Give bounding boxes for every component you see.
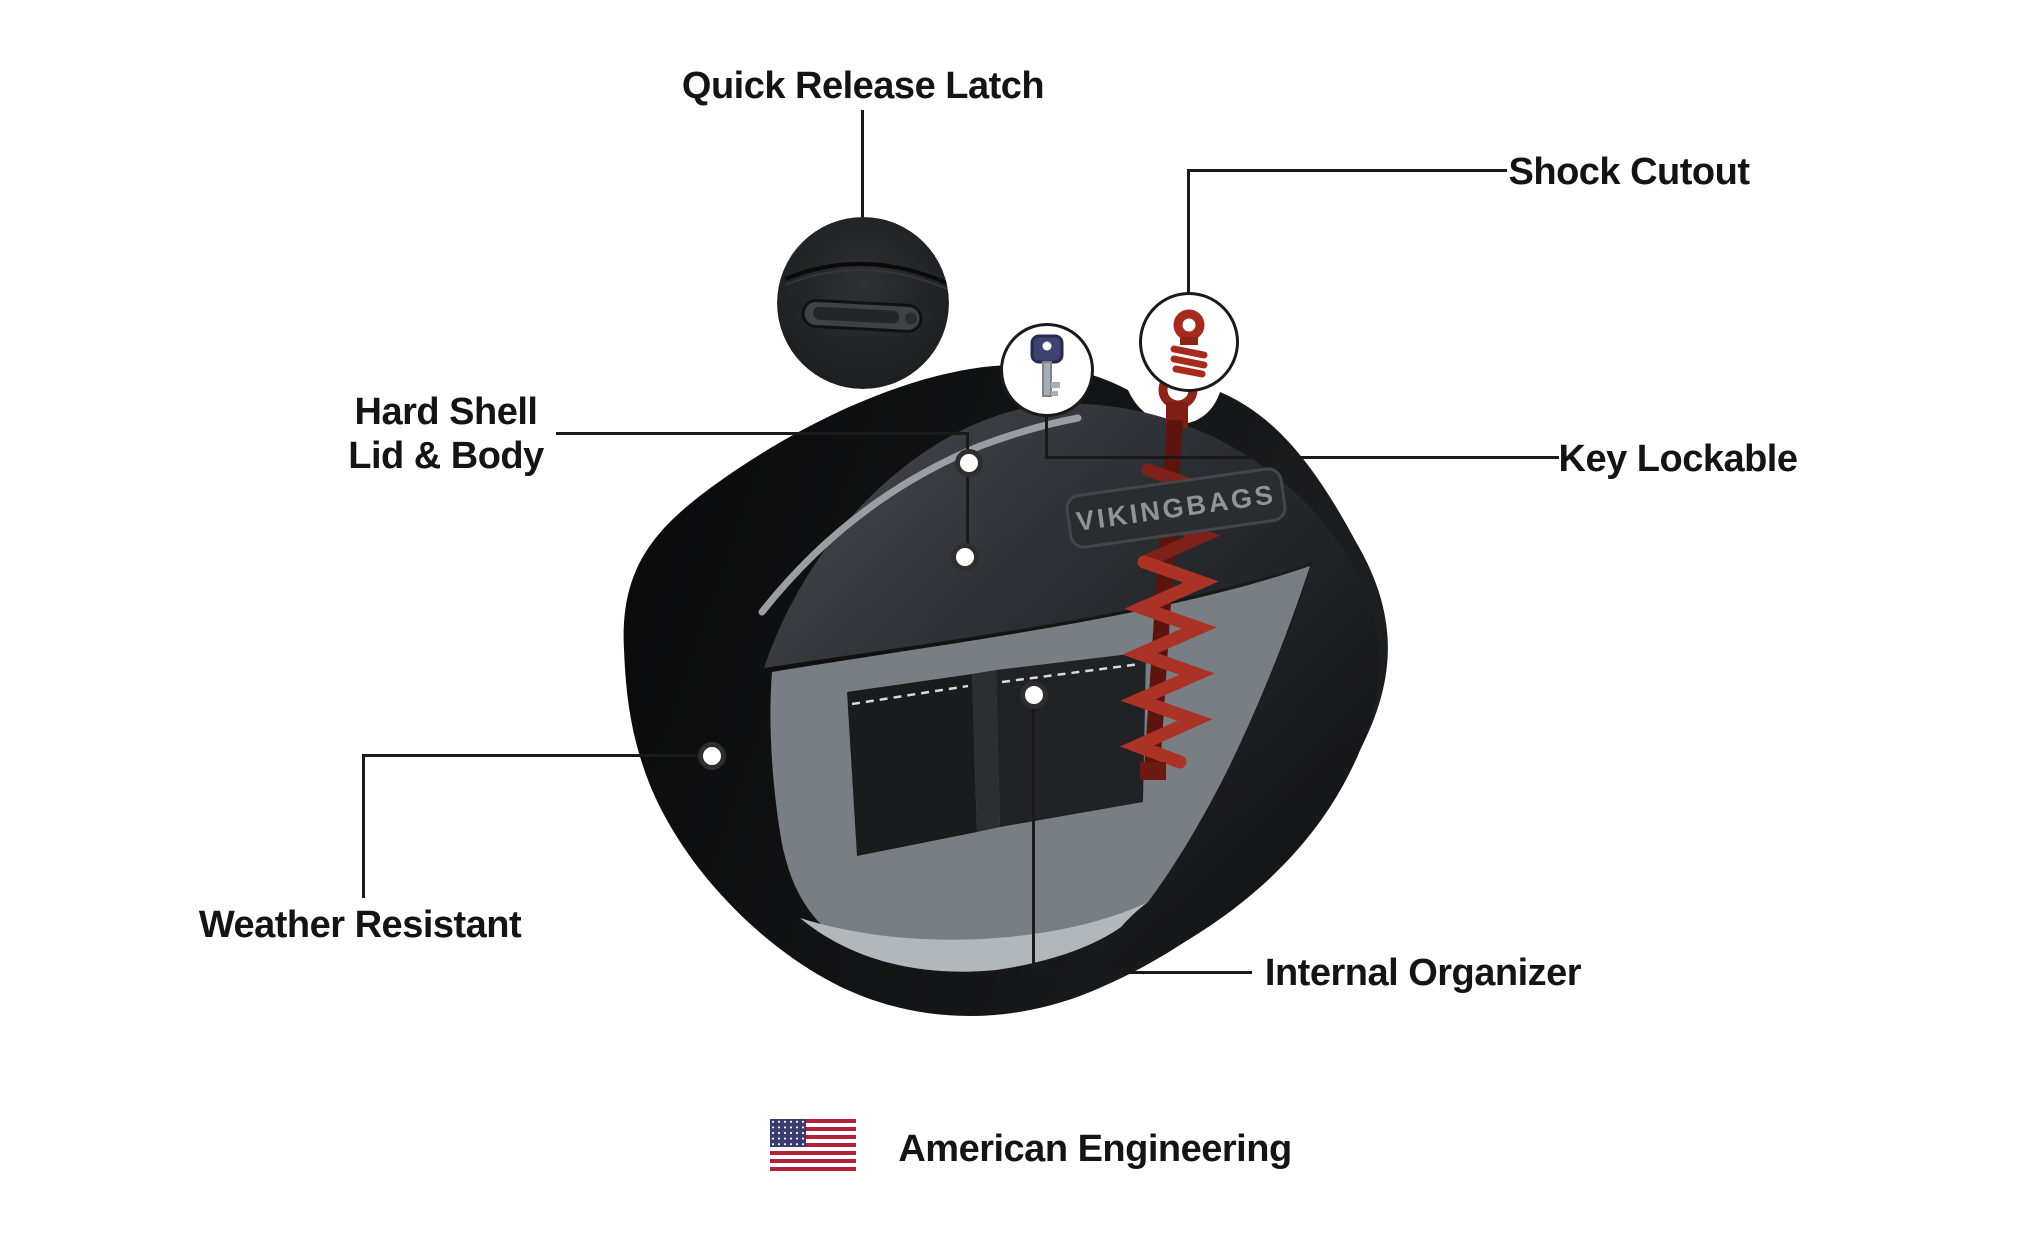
key-icon [1030,334,1064,397]
callout-line-weather-horizontal [362,754,698,757]
label-key-lockable: Key Lockable [1558,438,1799,480]
label-hard-shell-line2: Lid & Body [348,435,544,477]
callout-line-hard-shell-vertical [966,432,969,557]
callout-line-shock-vertical [1187,169,1190,293]
label-hard-shell-line1: Hard Shell [354,391,538,433]
callout-line-hard-shell-horizontal [556,432,968,435]
label-hard-shell: Hard Shell Lid & Body [348,390,544,478]
callout-line-organizer-horizontal [1032,971,1252,974]
label-internal-organizer: Internal Organizer [1264,952,1582,994]
latch-detail-inset [777,217,949,389]
feature-marker-weather-resistant [698,742,726,770]
saddlebag-illustration: VIKINGBAGS [623,364,1388,1017]
latch-icon [777,217,949,389]
callout-line-key-vertical [1045,417,1048,459]
feature-marker-hard-shell-body [951,543,979,571]
label-shock-cutout: Shock Cutout [1508,151,1750,193]
label-american-engineering: American Engineering [898,1128,1292,1170]
key-lockable-badge [1000,323,1094,417]
feature-marker-hard-shell-lid [955,449,983,477]
callout-line-shock-horizontal [1189,169,1507,172]
callout-line-key-horizontal [1045,456,1559,459]
lid-trim-piping [758,414,1082,616]
saddlebag-lid [764,403,1379,991]
shock-absorber-icon [1170,309,1208,378]
shock-cutout-badge [1139,292,1239,392]
callout-line-organizer-vertical [1032,707,1035,973]
callout-line-weather-vertical [362,754,365,898]
label-quick-release-latch: Quick Release Latch [681,65,1045,107]
saddlebag-interior-floor [800,902,1148,972]
callout-line-quick-release-vertical [861,110,864,217]
feature-marker-internal-organizer [1020,681,1048,709]
us-flag-icon [770,1119,856,1171]
label-weather-resistant: Weather Resistant [198,904,522,946]
